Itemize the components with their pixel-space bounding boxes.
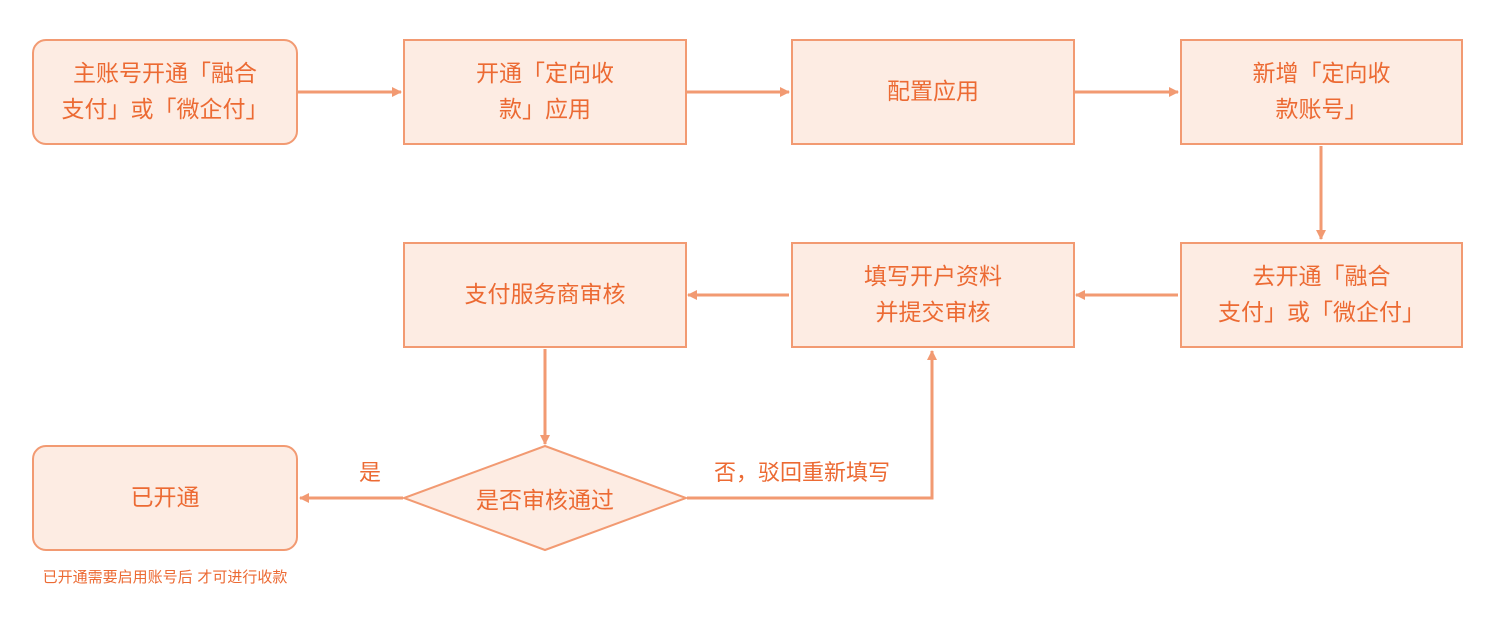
label-no: 否，驳回重新填写 <box>714 461 891 486</box>
node-opened: 已开通 <box>32 445 298 551</box>
node-open-app-line1: 开通「定向收 <box>476 61 614 87</box>
node-provider-review-label: 支付服务商审核 <box>464 282 626 308</box>
node-fill-info-line1: 填写开户资料 <box>864 264 1002 290</box>
label-yes: 是 <box>359 461 382 486</box>
node-config-app-label: 配置应用 <box>887 79 979 105</box>
node-start: 主账号开通「融合 支付」或「微企付」 <box>32 39 298 145</box>
node-go-open: 去开通「融合 支付」或「微企付」 <box>1180 242 1463 348</box>
node-start-line2: 支付」或「微企付」 <box>61 97 269 123</box>
node-open-app: 开通「定向收 款」应用 <box>403 39 687 145</box>
node-go-open-line2: 支付」或「微企付」 <box>1218 300 1425 326</box>
decision-text: 是否审核通过 <box>476 488 614 514</box>
node-provider-review: 支付服务商审核 <box>403 242 687 348</box>
node-config-app: 配置应用 <box>791 39 1075 145</box>
node-go-open-line1: 去开通「融合 <box>1252 264 1391 290</box>
arrow-decision-no <box>687 350 937 500</box>
node-start-line1: 主账号开通「融合 <box>73 61 257 87</box>
node-fill-info: 填写开户资料 并提交审核 <box>791 242 1075 348</box>
node-add-account-line2: 款账号」 <box>1275 97 1368 123</box>
decision-diamond <box>401 444 689 552</box>
node-fill-info-line2: 并提交审核 <box>875 300 991 326</box>
node-opened-label: 已开通 <box>130 485 200 511</box>
opened-note: 已开通需要启用账号后 才可进行收款 <box>15 566 315 588</box>
opened-note-line1: 已开通需要启用账号后 <box>42 568 193 586</box>
node-add-account: 新增「定向收 款账号」 <box>1180 39 1463 145</box>
opened-note-line2: 才可进行收款 <box>197 568 288 586</box>
node-open-app-line2: 款」应用 <box>499 97 591 123</box>
decision-label: 是否审核通过 <box>404 446 686 550</box>
node-add-account-line1: 新增「定向收 <box>1252 61 1391 87</box>
